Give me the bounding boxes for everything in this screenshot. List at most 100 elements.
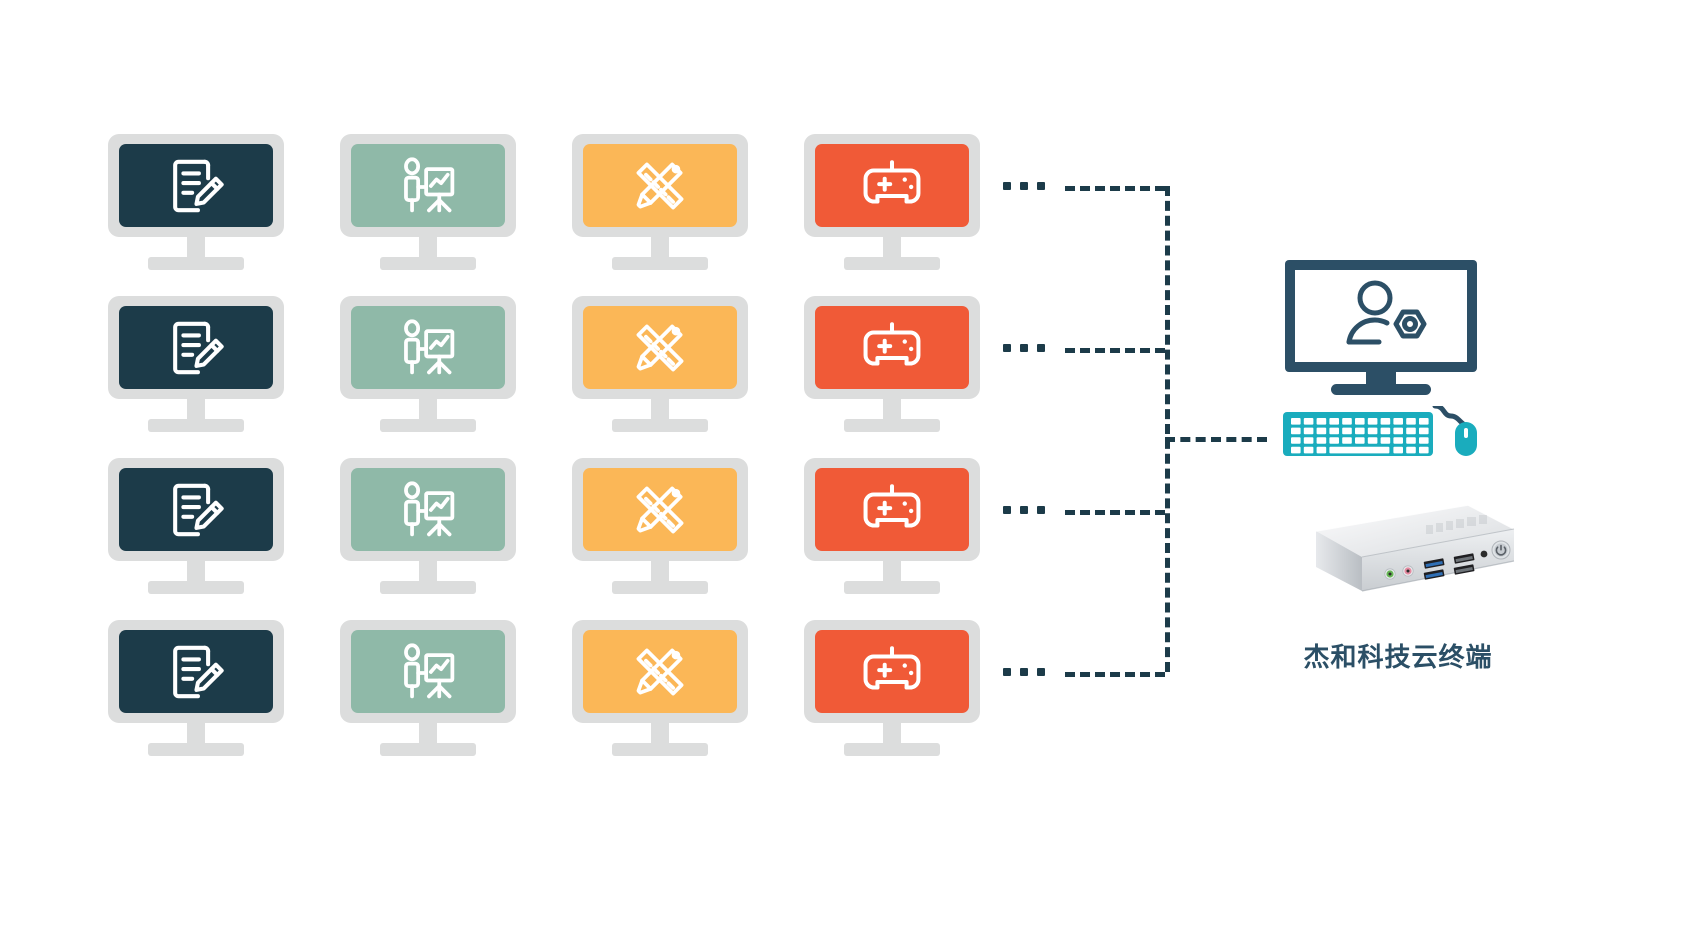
pencil-ruler-icon: [630, 642, 690, 702]
monitor-stand: [148, 257, 244, 270]
monitor-neck: [187, 723, 205, 747]
monitor-screen: [351, 144, 505, 227]
connector-trunk: [1165, 437, 1267, 442]
ellipsis-dot: [1037, 182, 1045, 190]
presentation-chart-icon: [398, 480, 458, 540]
monitor-stand: [612, 257, 708, 270]
monitor-screen: [119, 630, 273, 713]
monitor-neck: [883, 723, 901, 747]
document-edit-icon: [165, 479, 227, 541]
pencil-ruler-icon: [630, 156, 690, 216]
monitor-neck: [419, 561, 437, 585]
monitor-neck: [651, 237, 669, 261]
monitor-stand: [148, 743, 244, 756]
client-monitor-4-2[interactable]: [340, 620, 516, 756]
monitor-stand: [844, 581, 940, 594]
client-monitor-1-2[interactable]: [340, 134, 516, 270]
connector-branch-4: [1065, 672, 1165, 677]
monitor-screen: [815, 144, 969, 227]
client-monitor-4-1[interactable]: [108, 620, 284, 756]
client-monitor-4-4[interactable]: [804, 620, 980, 756]
monitor-neck: [187, 237, 205, 261]
presentation-chart-icon: [398, 642, 458, 702]
client-monitor-2-2[interactable]: [340, 296, 516, 432]
gamepad-icon: [861, 158, 923, 214]
monitor-screen: [119, 144, 273, 227]
ellipsis-dot: [1003, 668, 1011, 676]
monitor-screen: [351, 630, 505, 713]
monitor-stand: [148, 419, 244, 432]
pencil-ruler-icon: [630, 480, 690, 540]
client-monitor-3-2[interactable]: [340, 458, 516, 594]
monitor-screen: [119, 468, 273, 551]
ellipsis-dot: [1037, 506, 1045, 514]
client-monitor-2-3[interactable]: [572, 296, 748, 432]
monitor-screen: [351, 468, 505, 551]
ellipsis-dot: [1020, 182, 1028, 190]
row-ellipsis-1: [1003, 182, 1045, 190]
ellipsis-dot: [1037, 344, 1045, 352]
monitor-neck: [883, 399, 901, 423]
connector-branch-2: [1065, 348, 1165, 353]
monitor-screen: [119, 306, 273, 389]
monitor-screen: [583, 630, 737, 713]
monitor-stand: [380, 743, 476, 756]
monitor-neck: [651, 561, 669, 585]
monitor-stand: [612, 581, 708, 594]
monitor-neck: [187, 399, 205, 423]
monitor-neck: [419, 399, 437, 423]
ellipsis-dot: [1003, 182, 1011, 190]
monitor-stand: [844, 257, 940, 270]
presentation-chart-icon: [398, 156, 458, 216]
row-ellipsis-2: [1003, 344, 1045, 352]
monitor-screen: [583, 144, 737, 227]
gamepad-icon: [861, 644, 923, 700]
admin-monitor[interactable]: [1283, 258, 1479, 404]
monitor-neck: [187, 561, 205, 585]
client-monitor-4-3[interactable]: [572, 620, 748, 756]
monitor-screen: [583, 306, 737, 389]
client-monitor-1-4[interactable]: [804, 134, 980, 270]
monitor-stand: [844, 743, 940, 756]
monitor-neck: [883, 237, 901, 261]
monitor-screen: [815, 630, 969, 713]
monitor-neck: [419, 723, 437, 747]
client-monitor-1-3[interactable]: [572, 134, 748, 270]
ellipsis-dot: [1020, 506, 1028, 514]
client-monitor-2-4[interactable]: [804, 296, 980, 432]
client-monitor-3-4[interactable]: [804, 458, 980, 594]
row-ellipsis-3: [1003, 506, 1045, 514]
ellipsis-dot: [1037, 668, 1045, 676]
client-monitor-3-3[interactable]: [572, 458, 748, 594]
pencil-ruler-icon: [630, 318, 690, 378]
monitor-screen: [351, 306, 505, 389]
client-monitor-3-1[interactable]: [108, 458, 284, 594]
gamepad-icon: [861, 482, 923, 538]
presentation-chart-icon: [398, 318, 458, 378]
monitor-neck: [651, 723, 669, 747]
keyboard-icon[interactable]: [1283, 406, 1479, 458]
row-ellipsis-4: [1003, 668, 1045, 676]
monitor-stand: [380, 257, 476, 270]
ellipsis-dot: [1003, 344, 1011, 352]
monitor-stand: [380, 419, 476, 432]
monitor-stand: [612, 743, 708, 756]
client-monitor-2-1[interactable]: [108, 296, 284, 432]
monitor-screen: [583, 468, 737, 551]
document-edit-icon: [165, 317, 227, 379]
admin-workstation[interactable]: [1283, 258, 1479, 458]
document-edit-icon: [165, 641, 227, 703]
monitor-screen: [815, 306, 969, 389]
monitor-stand: [148, 581, 244, 594]
mini-pc-icon[interactable]: [1258, 495, 1518, 625]
ellipsis-dot: [1020, 344, 1028, 352]
gamepad-icon: [861, 320, 923, 376]
monitor-neck: [883, 561, 901, 585]
ellipsis-dot: [1020, 668, 1028, 676]
connector-branch-3: [1065, 510, 1165, 515]
server-caption: 杰和科技云终端: [1303, 643, 1493, 673]
document-edit-icon: [165, 155, 227, 217]
client-monitor-1-1[interactable]: [108, 134, 284, 270]
monitor-neck: [651, 399, 669, 423]
